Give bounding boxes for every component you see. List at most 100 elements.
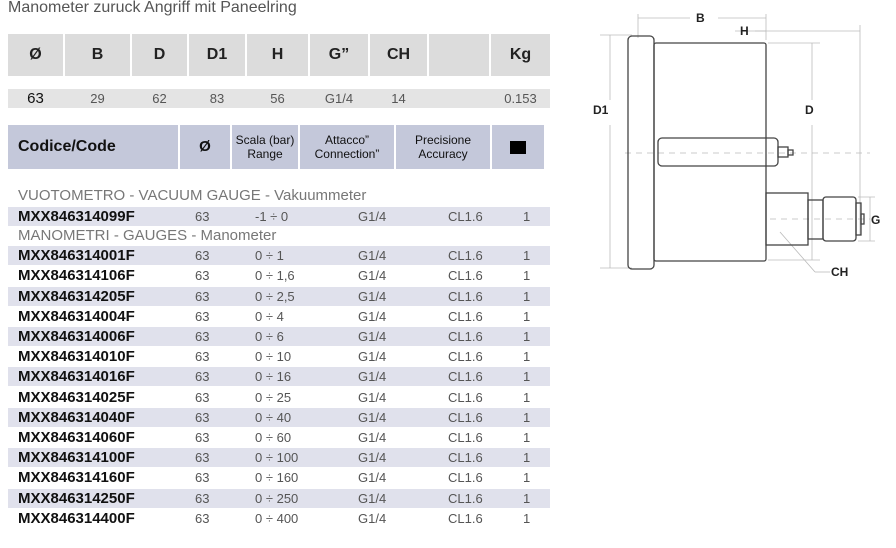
connection: G1/4 [358,450,387,466]
quantity: 1 [523,430,531,445]
dim-header: H [247,34,308,76]
quantity: 1 [523,248,531,264]
accuracy: CL1.6 [448,389,483,405]
dim-header: CH [370,34,427,76]
diameter: 63 [195,288,210,304]
connection: G1/4 [358,430,387,445]
category-title: MANOMETRI - GAUGES - Manometer [18,226,277,244]
range: 0 ÷ 25 [255,389,292,405]
range: 0 ÷ 160 [255,470,299,486]
category-title: VUOTOMETRO - VACUUM GAUGE - Vakuummeter [18,187,367,204]
product-code: MXX846314006F [18,328,135,345]
range: 0 ÷ 400 [255,510,299,526]
connection: G1/4 [358,329,387,344]
range: 0 ÷ 6 [255,329,284,344]
quantity: 1 [523,308,531,324]
subtitle: Manometer zuruck Angriff mit Paneelring [8,0,297,16]
diameter: 63 [195,490,210,506]
quantity: 1 [523,490,531,506]
dim-value: 62 [152,91,167,106]
diameter: 63 [195,329,210,344]
product-code: MXX846314025F [18,388,135,406]
quantity: 1 [523,409,531,425]
product-code: MXX846314004F [18,307,135,325]
diameter: 63 [195,248,210,264]
product-code: MXX846314001F [18,247,135,265]
dim-header [429,34,489,76]
quantity: 1 [523,510,531,526]
label-d: D [805,103,814,117]
diameter: 63 [195,510,210,526]
accuracy: CL1.6 [448,329,483,344]
connection: G1/4 [358,308,387,324]
range: 0 ÷ 16 [255,369,292,385]
label-ch: CH [831,265,848,279]
range: 0 ÷ 1 [255,248,284,264]
product-code: MXX846314205F [18,287,135,305]
codes-header: Codice/Code Ø Scala (bar) Range Attacco”… [8,125,550,169]
dim-value: 29 [90,91,105,106]
quantity: 1 [523,349,531,365]
dimensions-row: 63 29 62 83 56 G1/4 14 0.153 [8,89,550,108]
product-code: MXX846314060F [18,429,135,446]
dim-value [429,89,489,108]
connection: G1/4 [358,248,387,264]
diameter: 63 [195,208,210,224]
dim-value: 63 [27,90,44,107]
connection: G1/4 [358,288,387,304]
label-g: G [871,213,880,227]
accuracy: CL1.6 [448,510,483,526]
range: -1 ÷ 0 [255,208,289,224]
connection: G1/4 [358,510,387,526]
accuracy: CL1.6 [448,349,483,365]
connection: G1/4 [358,369,387,385]
dim-header: B [65,34,130,76]
quantity: 1 [523,208,531,224]
accuracy-header: Precisione Accuracy [396,125,490,169]
diameter: 63 [195,470,210,486]
label-b: B [696,11,705,25]
table-row: MXX846314004F 63 0 ÷ 4 G1/4 CL1.6 1 [8,307,550,326]
product-code: MXX846314040F [18,408,135,426]
dim-header: D1 [189,34,245,76]
range: 0 ÷ 40 [255,409,292,425]
table-row: MXX846314006F 63 0 ÷ 6 G1/4 CL1.6 1 [8,327,550,346]
diameter: 63 [195,369,210,385]
quantity: 1 [523,389,531,405]
box-header [492,125,544,169]
quantity: 1 [523,288,531,304]
diameter: 63 [195,389,210,405]
label-d1: D1 [593,103,609,117]
connection: G1/4 [358,490,387,506]
accuracy: CL1.6 [448,308,483,324]
diameter: 63 [195,450,210,466]
accuracy: CL1.6 [448,288,483,304]
connection: G1/4 [358,409,387,425]
range: 0 ÷ 2,5 [255,288,295,304]
diameter: 63 [195,268,210,284]
accuracy: CL1.6 [448,470,483,486]
product-code: MXX846314250F [18,489,135,507]
accuracy: CL1.6 [448,450,483,466]
range: 0 ÷ 1,6 [255,268,295,284]
quantity: 1 [523,470,531,486]
table-row: MXX846314205F 63 0 ÷ 2,5 G1/4 CL1.6 1 [8,286,550,306]
dim-header: Ø [8,34,63,76]
quantity: 1 [523,329,531,344]
accuracy: CL1.6 [448,369,483,385]
diameter: 63 [195,308,210,324]
quantity: 1 [523,450,531,466]
connection: G1/4 [358,268,387,284]
product-code: MXX846314099F [18,207,135,225]
range: 0 ÷ 4 [255,308,284,324]
dim-header: D [132,34,187,76]
connection: G1/4 [358,470,387,486]
